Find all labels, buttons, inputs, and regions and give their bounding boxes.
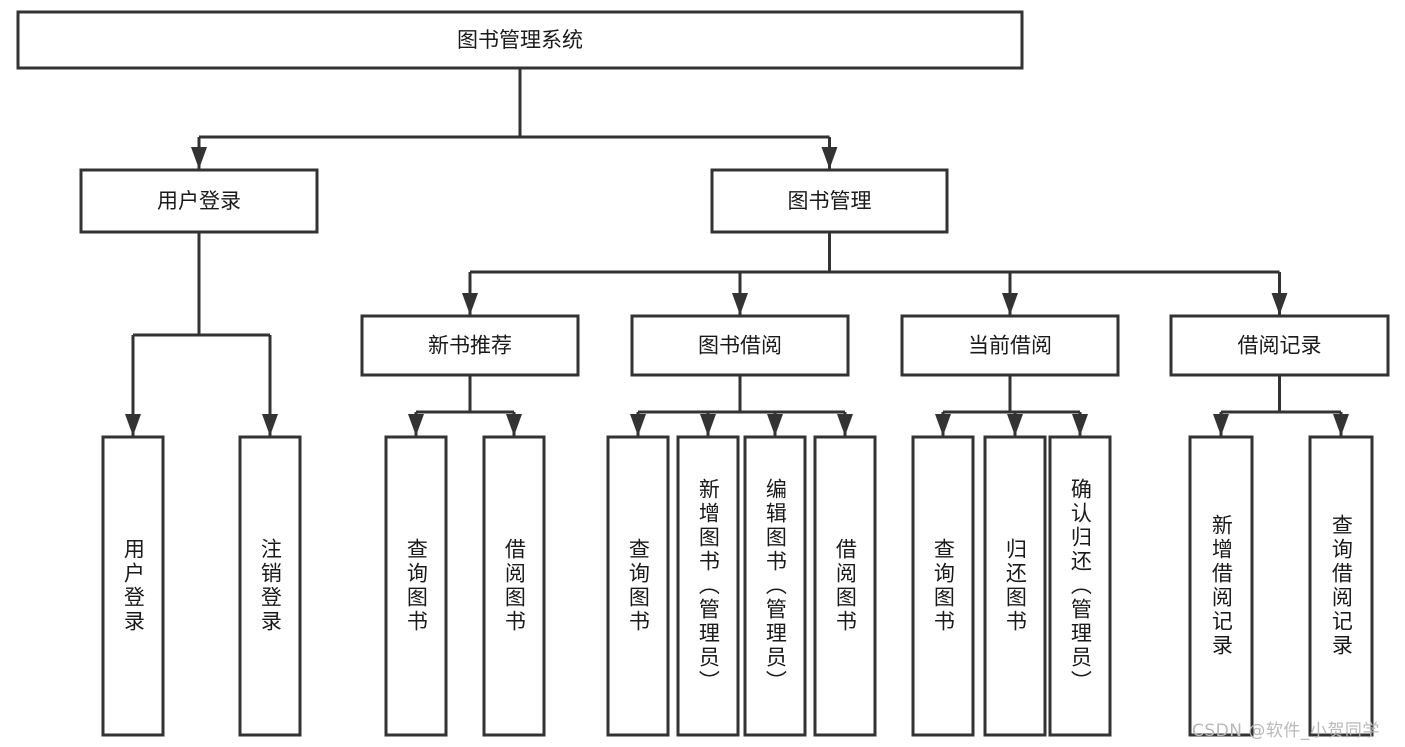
arrow-head-icon <box>1333 414 1349 436</box>
node-level3-2[interactable] <box>900 314 1120 377</box>
node-level3-label-1: 图书借阅 <box>698 334 782 358</box>
node-level2-label-0: 用户登录 <box>157 189 241 213</box>
node-level3-label-0: 新书推荐 <box>428 334 512 358</box>
node-leaf-10[interactable] <box>1048 435 1112 737</box>
arrow-head-icon <box>1002 293 1018 315</box>
arrow-head-icon <box>125 414 141 436</box>
arrow-head-icon <box>462 293 478 315</box>
node-level2-1[interactable] <box>710 168 949 234</box>
arrow-head-icon <box>191 147 207 169</box>
node-level3-0[interactable] <box>360 314 580 377</box>
arrow-head-icon <box>1072 414 1088 436</box>
node-level3-3[interactable] <box>1169 314 1390 377</box>
node-level3-label-3: 借阅记录 <box>1238 334 1322 358</box>
node-leaf-0[interactable] <box>101 435 165 737</box>
arrow-head-icon <box>262 414 278 436</box>
node-leaf-5[interactable] <box>676 435 740 737</box>
node-level2-0[interactable] <box>79 168 319 234</box>
arrow-head-icon <box>630 414 646 436</box>
arrow-head-icon <box>732 293 748 315</box>
arrow-head-icon <box>837 414 853 436</box>
arrow-head-icon <box>408 414 424 436</box>
node-leaf-3[interactable] <box>482 435 546 737</box>
arrow-head-icon <box>700 414 716 436</box>
node-leaf-6[interactable] <box>743 435 807 737</box>
arrow-head-icon <box>767 414 783 436</box>
arrow-head-icon <box>1213 414 1229 436</box>
node-level2-label-1: 图书管理 <box>788 189 872 213</box>
node-level3-label-2: 当前借阅 <box>968 334 1052 358</box>
node-leaf-1[interactable] <box>238 435 302 737</box>
connector-group <box>125 68 1349 436</box>
node-box-group <box>16 10 1390 737</box>
node-leaf-2[interactable] <box>384 435 448 737</box>
node-leaf-11[interactable] <box>1188 435 1254 737</box>
arrow-head-icon <box>935 414 951 436</box>
watermark-text: CSDN @软件_小贺同学 <box>1192 721 1380 741</box>
arrow-head-icon <box>506 414 522 436</box>
arrow-head-icon <box>1271 293 1288 315</box>
node-leaf-4[interactable] <box>606 435 670 737</box>
node-leaf-12[interactable] <box>1308 435 1374 737</box>
node-leaf-7[interactable] <box>813 435 877 737</box>
node-leaf-8[interactable] <box>911 435 975 737</box>
arrow-head-icon <box>1007 414 1023 436</box>
node-root[interactable] <box>16 10 1024 70</box>
arrow-head-icon <box>821 147 838 169</box>
node-root-label: 图书管理系统 <box>457 28 583 52</box>
node-level3-1[interactable] <box>630 314 850 377</box>
node-leaf-9[interactable] <box>983 435 1047 737</box>
